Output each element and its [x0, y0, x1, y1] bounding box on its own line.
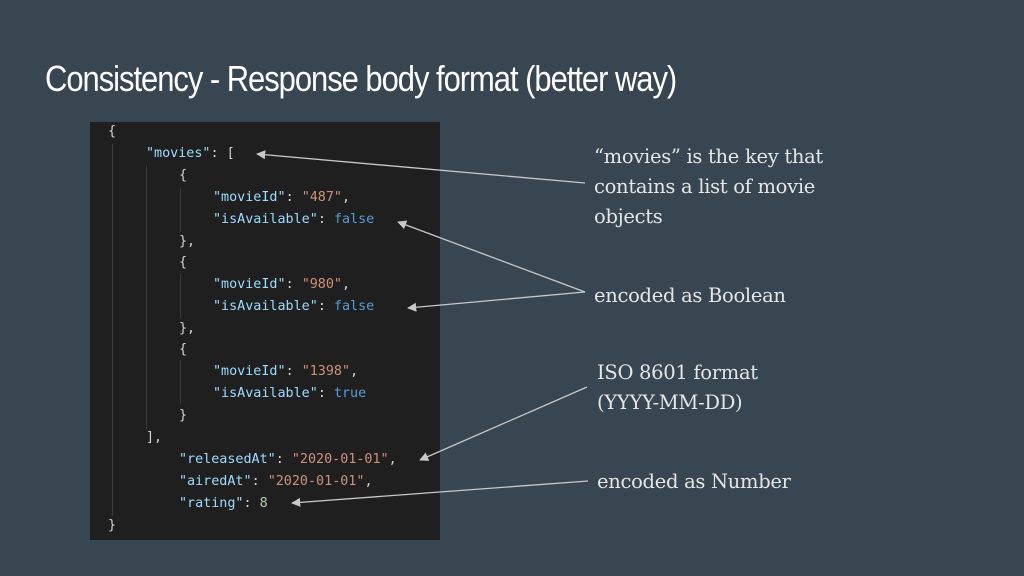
- code-line-movie-id: "movieId": "487",: [213, 190, 351, 205]
- code-line-array-close: ],: [146, 430, 163, 445]
- arrow-number: [291, 480, 589, 507]
- code-line-movie-id: "movieId": "1398",: [213, 364, 359, 379]
- annotation-line: contains a list of movie: [594, 175, 816, 198]
- annotation-line: “movies” is the key that: [594, 145, 823, 168]
- indent-guide: [112, 144, 113, 516]
- code-line-object-open: {: [179, 168, 188, 183]
- code-line-is-available: "isAvailable": true: [213, 386, 367, 401]
- slide-title: Consistency - Response body format (bett…: [45, 58, 677, 99]
- arrow-boolean-first: [397, 220, 586, 293]
- annotation-movies-key: “movies” is the key that contains a list…: [594, 142, 823, 232]
- indent-guide: [146, 166, 147, 430]
- arrow-iso-date: [419, 386, 588, 461]
- code-line-object-close: }: [179, 408, 188, 423]
- json-code-block: { "movies": [ { "movieId": "487", "isAva…: [90, 122, 440, 540]
- code-line-is-available: "isAvailable": false: [213, 299, 375, 314]
- indent-guide: [180, 360, 181, 404]
- annotation-line: ISO 8601 format: [597, 361, 758, 384]
- code-line-rating: "rating": 8: [179, 496, 268, 511]
- annotation-line: objects: [594, 205, 663, 228]
- code-line-object-open: {: [179, 255, 188, 270]
- code-line-movies: "movies": [: [146, 146, 235, 161]
- annotation-line: (YYYY-MM-DD): [597, 391, 743, 414]
- annotation-number: encoded as Number: [597, 467, 791, 497]
- annotation-boolean: encoded as Boolean: [594, 281, 786, 311]
- indent-guide: [180, 188, 181, 232]
- code-line-is-available: "isAvailable": false: [213, 212, 375, 227]
- code-line-object-close: },: [179, 234, 196, 249]
- indent-guide: [180, 274, 181, 318]
- code-line-object-open: {: [179, 342, 188, 357]
- arrow-boolean-second: [407, 291, 586, 312]
- code-line-movie-id: "movieId": "980",: [213, 277, 351, 292]
- annotation-line: encoded as Boolean: [594, 284, 786, 307]
- code-line-object-close: },: [179, 321, 196, 336]
- code-line-close-brace: }: [108, 518, 117, 533]
- code-line-released-at: "releasedAt": "2020-01-01",: [179, 452, 397, 467]
- arrow-movies: [256, 150, 586, 184]
- annotation-line: encoded as Number: [597, 470, 791, 493]
- annotation-iso-format: ISO 8601 format (YYYY-MM-DD): [597, 358, 758, 418]
- code-line-open-brace: {: [108, 124, 117, 139]
- code-line-aired-at: "airedAt": "2020-01-01",: [179, 474, 373, 489]
